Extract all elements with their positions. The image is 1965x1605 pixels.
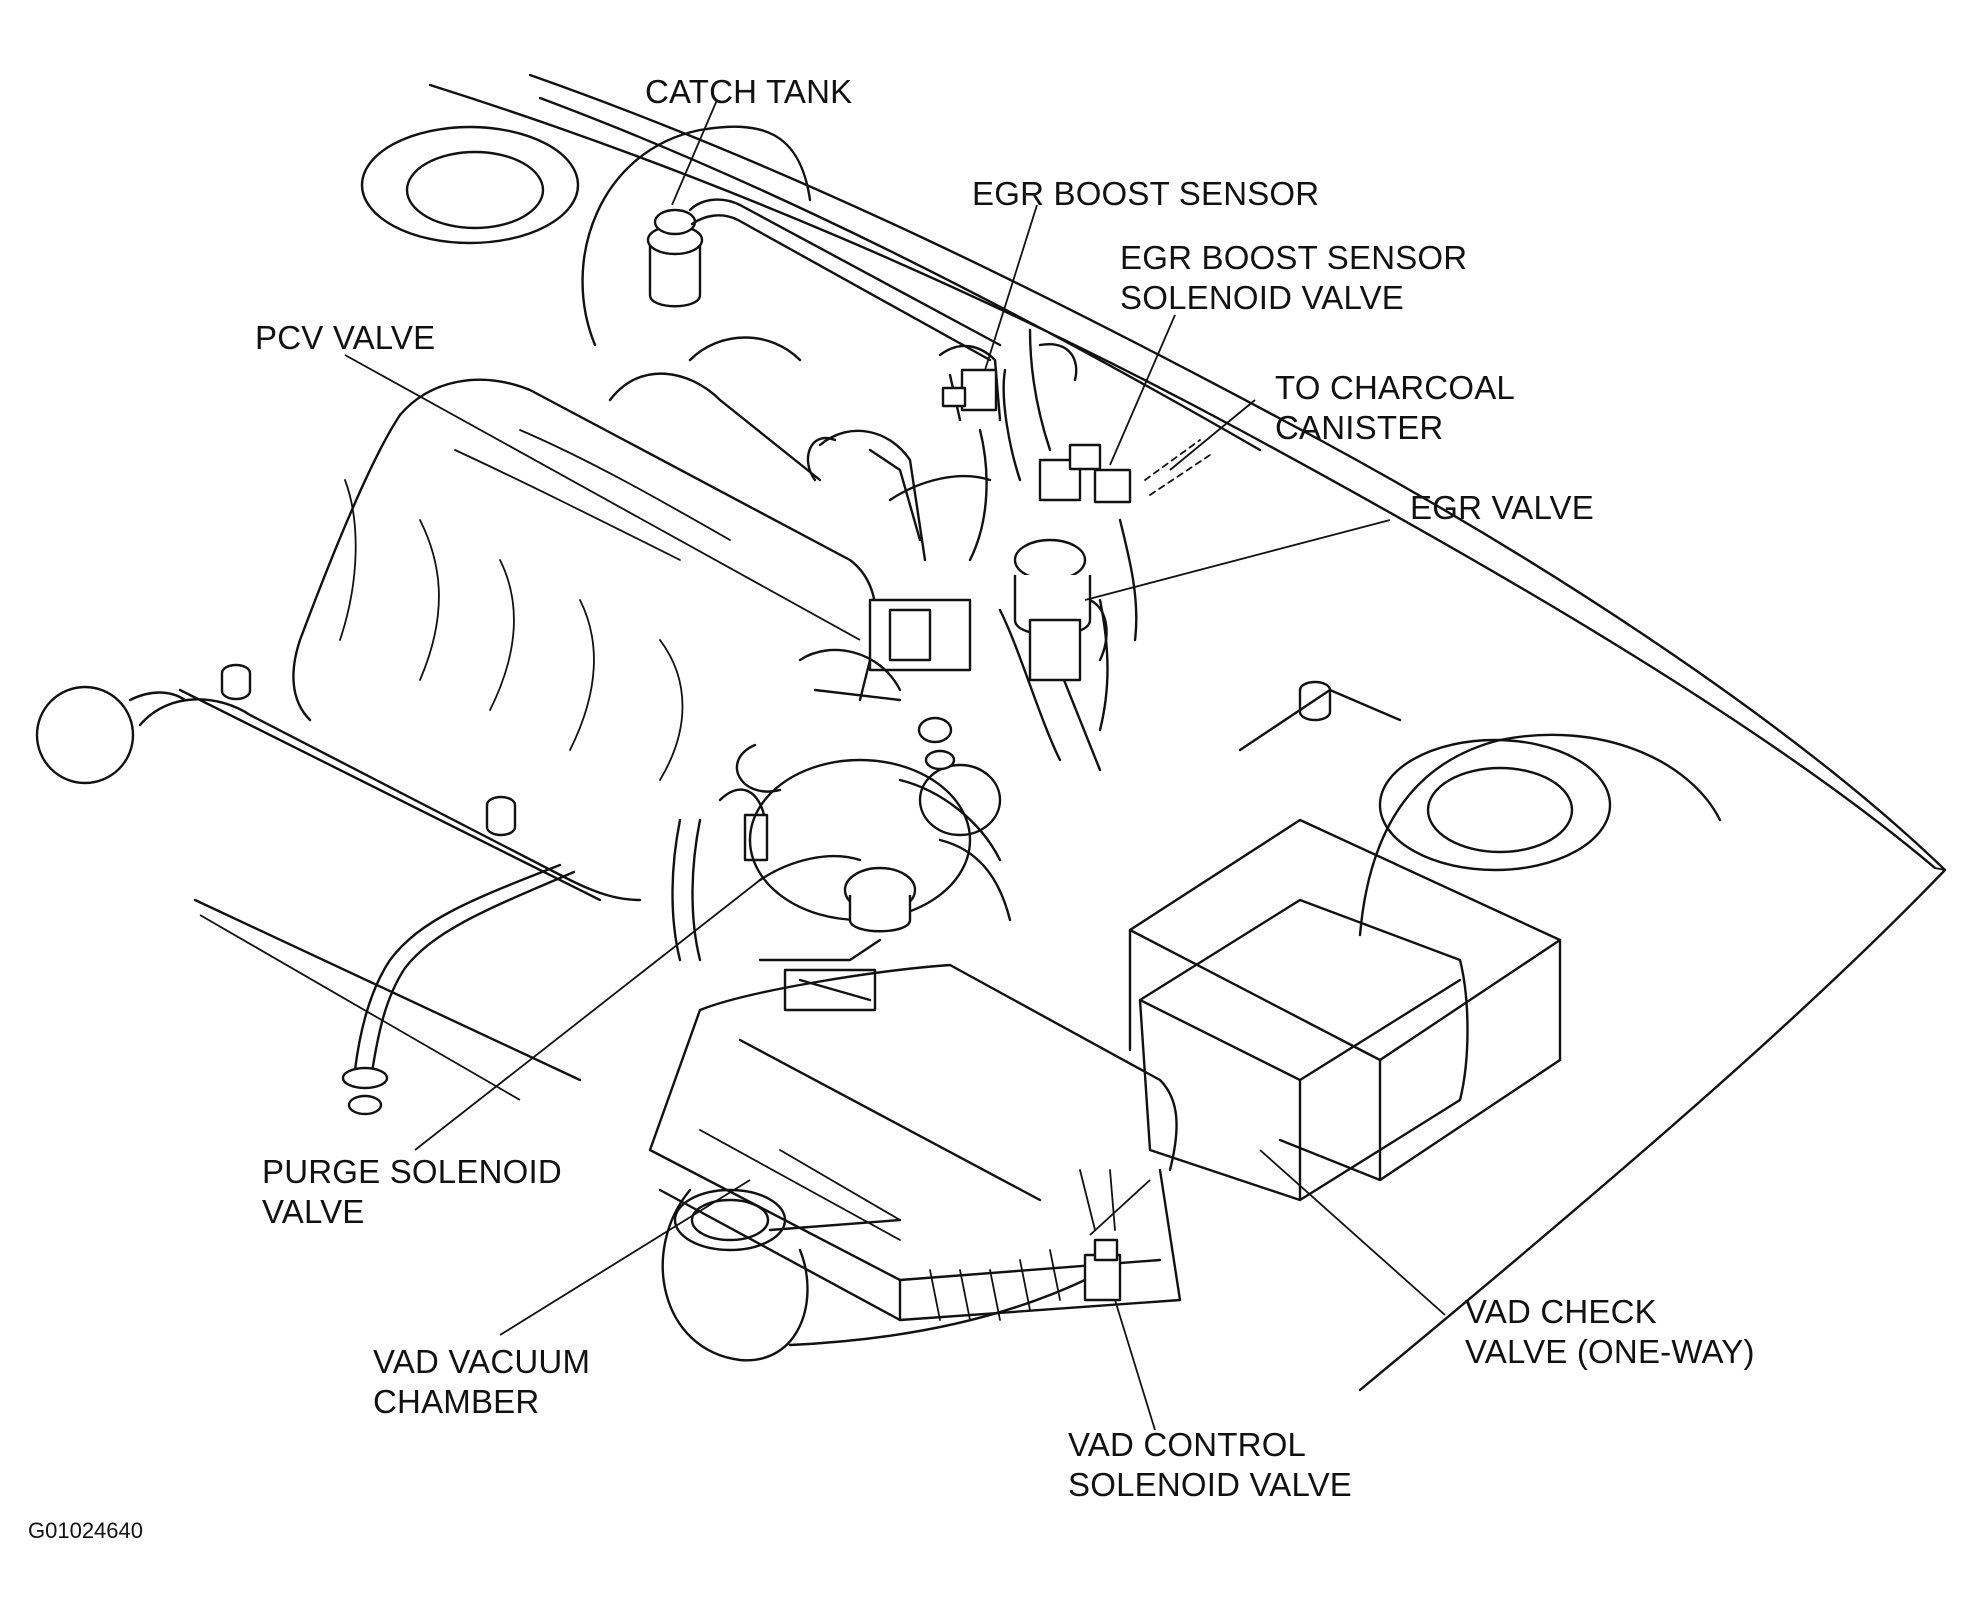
left-strut-tower <box>360 125 812 347</box>
label-purge-solenoid-2: VALVE <box>262 1193 365 1230</box>
egr-boost-sensor <box>941 368 998 412</box>
label-vad-control-2: SOLENOID VALVE <box>1068 1466 1353 1503</box>
vad-vacuum-chamber <box>661 1188 902 1362</box>
intake-plenum <box>292 336 878 781</box>
label-egr-boost-sensor-solenoid-2: SOLENOID VALVE <box>1120 279 1405 316</box>
label-vad-vacuum-2: CHAMBER <box>373 1383 540 1420</box>
label-pcv-valve: PCV VALVE <box>255 319 436 356</box>
leader-lines <box>199 99 1446 1431</box>
throttle-body <box>735 429 1102 793</box>
dipstick-tube <box>341 863 576 1116</box>
vacuum-hoses <box>888 328 1138 922</box>
label-vad-vacuum-1: VAD VACUUM <box>373 1343 591 1380</box>
egr-boost-solenoid <box>1038 443 1132 504</box>
air-cleaner <box>648 963 1182 1322</box>
label-egr-boost-sensor: EGR BOOST SENSOR <box>972 175 1320 212</box>
fuse-box <box>1138 898 1469 1202</box>
cylinder-head <box>35 663 642 1082</box>
catch-tank <box>646 198 1002 362</box>
label-catch-tank: CATCH TANK <box>645 73 853 110</box>
egr-valve <box>1013 538 1108 682</box>
label-to-charcoal-2: CANISTER <box>1275 409 1444 446</box>
label-egr-valve: EGR VALVE <box>1410 489 1594 526</box>
label-purge-solenoid-1: PURGE SOLENOID <box>262 1153 562 1190</box>
right-strut-tower <box>1358 733 1722 937</box>
vad-control-solenoid <box>788 1238 1122 1347</box>
charcoal-canister-hose <box>1144 439 1211 496</box>
figure-id: G01024640 <box>28 1518 143 1543</box>
label-vad-check-2: VALVE (ONE-WAY) <box>1465 1333 1755 1370</box>
label-egr-boost-sensor-solenoid-1: EGR BOOST SENSOR <box>1120 239 1468 276</box>
label-vad-check-1: VAD CHECK <box>1465 1293 1657 1330</box>
hood-outline <box>428 73 1947 1392</box>
battery-box <box>1128 680 1562 1182</box>
purge-solenoid <box>671 788 862 962</box>
label-vad-control-1: VAD CONTROL <box>1068 1426 1307 1463</box>
label-to-charcoal-1: TO CHARCOAL <box>1275 369 1515 406</box>
vad-actuator <box>748 749 1002 933</box>
